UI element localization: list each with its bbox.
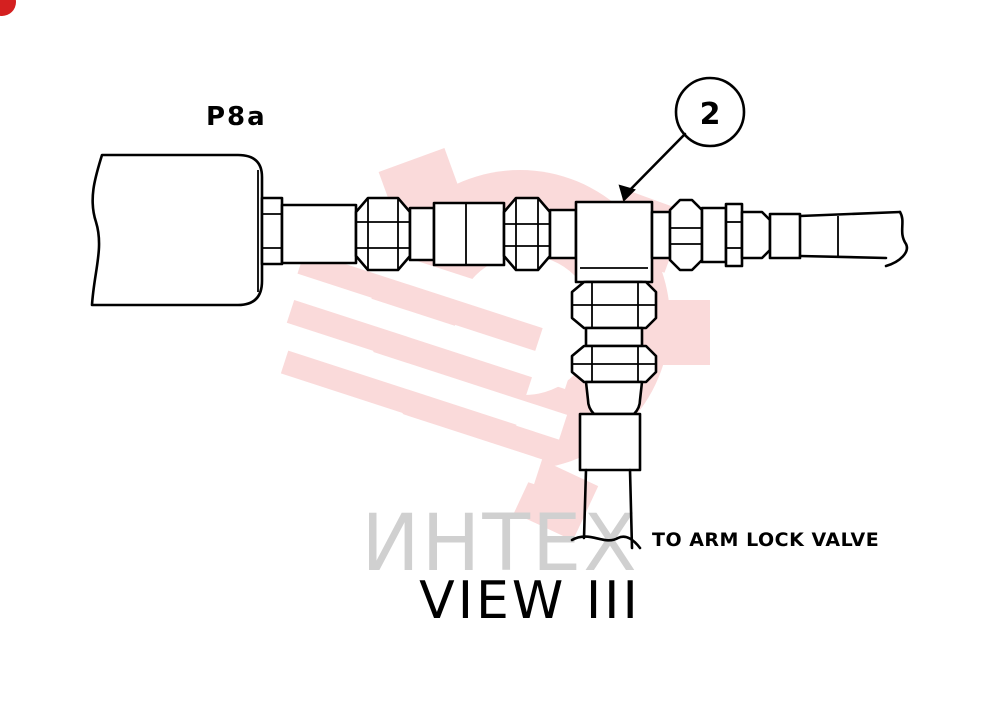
vertical-fittings — [570, 280, 658, 550]
callout-number: 2 — [700, 97, 721, 132]
callout-2 — [618, 76, 746, 202]
destination-label: TO ARM LOCK VALVE — [652, 529, 879, 551]
watermark-text: ИНТЕХ — [361, 499, 638, 589]
connector-p8a — [90, 153, 264, 307]
horizontal-fittings — [260, 196, 909, 284]
corner-mark — [0, 0, 16, 16]
connector-label: P8a — [206, 102, 267, 132]
view-label: VIEW III — [419, 571, 641, 631]
